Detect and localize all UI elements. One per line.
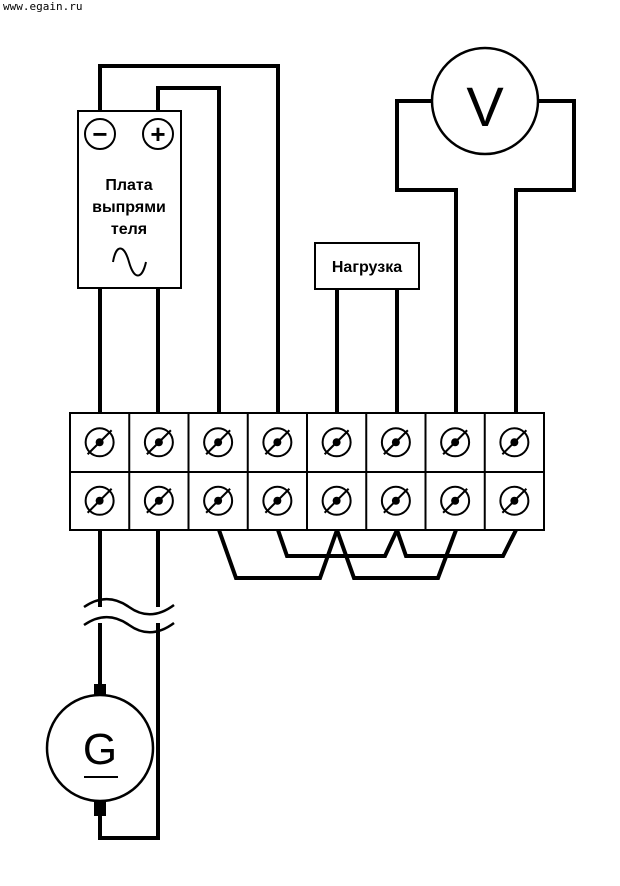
terminal-screw-icon <box>84 485 115 516</box>
generator: G <box>45 684 155 816</box>
generator-wire-2-lower <box>98 623 160 840</box>
wire-minus-to-terminal-4 <box>98 64 280 417</box>
minus-terminal <box>84 118 116 150</box>
terminal-screw-icon <box>440 485 471 516</box>
minus-sign: − <box>92 119 107 149</box>
generator-circle <box>45 693 155 803</box>
terminal-block-column-dividers <box>128 413 486 530</box>
load-box <box>314 242 420 290</box>
wire-voltmeter-to-terminal-8 <box>514 99 576 417</box>
terminal-screw-icon <box>321 485 352 516</box>
rectifier-label-line3: теля <box>111 221 147 238</box>
rectifier-board: − + Плата выпрями теля <box>77 110 182 289</box>
terminal-screw-icon <box>262 427 293 458</box>
generator-terminal-bottom <box>94 802 106 816</box>
terminal-screw-icon <box>499 485 530 516</box>
terminal-screw-icon <box>262 485 293 516</box>
wires <box>98 64 576 840</box>
load-label: Нагрузка <box>332 259 402 276</box>
generator-label: G <box>83 725 117 774</box>
terminal-screw-icon <box>203 485 234 516</box>
terminal-screw-icon <box>321 427 352 458</box>
terminal-screw-icon <box>203 427 234 458</box>
plus-terminal <box>142 118 174 150</box>
voltmeter: V <box>430 46 540 156</box>
site-watermark: www.egain.ru <box>3 0 83 13</box>
terminal-screw-icon <box>499 427 530 458</box>
rectifier-label-line1: Плата <box>105 177 152 194</box>
terminal-block <box>69 412 545 531</box>
terminal-screws <box>84 427 530 516</box>
plus-sign: + <box>150 119 165 149</box>
terminal-screw-icon <box>380 485 411 516</box>
ac-sine-icon <box>112 247 147 277</box>
wire-plus-to-terminal-3 <box>156 86 221 417</box>
voltmeter-label: V <box>466 75 504 138</box>
terminal-screw-icon <box>380 427 411 458</box>
cable-break-mark <box>83 597 175 634</box>
voltmeter-circle <box>430 46 540 156</box>
terminal-screw-icon <box>143 427 174 458</box>
wire-voltmeter-to-terminal-7 <box>395 99 458 417</box>
rectifier-label-line2: выпрями <box>92 199 166 216</box>
terminal-screw-icon <box>143 485 174 516</box>
load-block: Нагрузка <box>314 242 420 290</box>
terminal-screw-icon <box>84 427 115 458</box>
jumper-4-to-6 <box>275 527 400 558</box>
jumper-6-to-8 <box>394 527 519 558</box>
terminal-screw-icon <box>440 427 471 458</box>
